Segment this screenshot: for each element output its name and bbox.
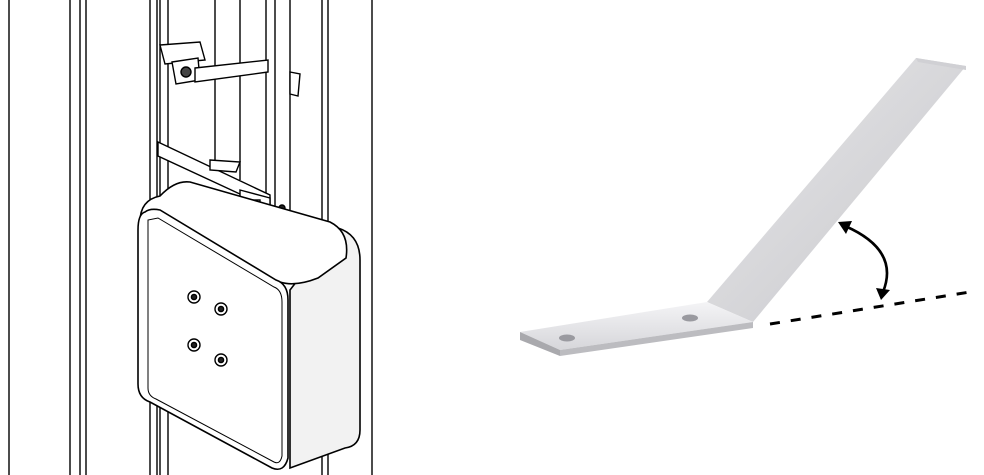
- bracket-body: [520, 58, 966, 356]
- enclosure-box: [137, 180, 361, 471]
- enclosure-screws: [187, 290, 228, 367]
- bracket-illustration: [500, 0, 984, 475]
- bracket-hole: [682, 314, 698, 322]
- bracket-hole: [559, 334, 575, 342]
- upper-clamp: [159, 41, 301, 97]
- reference-dashed-line: [769, 290, 971, 326]
- box-on-post-illustration: [0, 0, 420, 475]
- bent-bracket-drawing: [520, 58, 971, 356]
- angle-arrow: [838, 221, 890, 300]
- box-on-post-drawing: [8, 0, 373, 475]
